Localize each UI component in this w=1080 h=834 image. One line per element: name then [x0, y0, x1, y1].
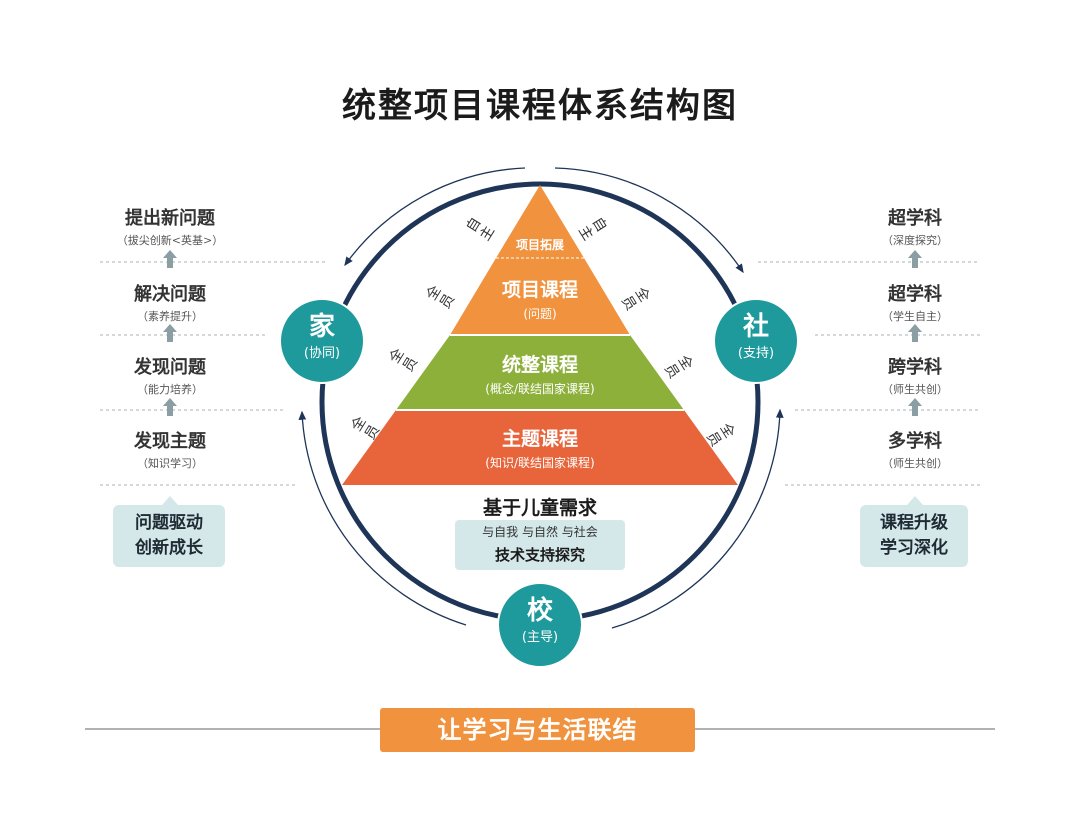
right-step-1: 超学科 （深度探究） [815, 204, 1015, 248]
step-sub: （深度探究） [882, 234, 948, 247]
level-sub: (问题) [523, 307, 557, 321]
node-title: 社 [742, 312, 769, 342]
level-title: 统整课程 [501, 354, 578, 376]
step-sub: （师生共创） [882, 457, 948, 470]
right-step-3: 跨学科 （师生共创） [815, 353, 1015, 397]
step-sub: （能力培养） [137, 383, 203, 396]
box-line: 创新成长 [135, 538, 203, 558]
bottom-banner: 让学习与生活联结 [380, 708, 695, 752]
level-title: 项目拓展 [515, 238, 564, 252]
pyramid-top-label: 项目拓展 [340, 236, 740, 253]
level-sub: (概念/联结国家课程) [485, 382, 595, 396]
step-sub: （学生自主） [882, 310, 948, 323]
left-step-3: 发现问题 （能力培养） [70, 353, 270, 397]
base-box: 与自我 与自然 与社会 技术支持探究 [455, 520, 625, 570]
step-sub: （师生共创） [882, 383, 948, 396]
right-step-4: 多学科 （师生共创） [815, 427, 1015, 471]
right-step-2: 超学科 （学生自主） [815, 280, 1015, 324]
pyramid-top [496, 185, 584, 258]
step-sub: （知识学习） [137, 457, 203, 470]
step-title: 提出新问题 [125, 208, 215, 229]
page-title: 统整项目课程体系结构图 [342, 86, 738, 126]
left-step-4: 发现主题 （知识学习） [70, 427, 270, 471]
step-title: 超学科 [888, 208, 942, 229]
node-society: 社 (支持) [713, 298, 799, 384]
step-sub: （拔尖创新<英基>） [116, 234, 224, 247]
arrow-right-bottom [611, 408, 784, 629]
step-title: 超学科 [888, 284, 942, 305]
node-school: 校 (主导) [497, 582, 583, 668]
step-title: 发现主题 [134, 431, 206, 452]
pyramid-level-1 [450, 258, 630, 335]
step-sub: （素养提升） [137, 310, 203, 323]
arrow-top-right [554, 167, 744, 274]
arrow-left-bottom [298, 410, 467, 626]
left-step-2: 解决问题 （素养提升） [70, 280, 270, 324]
pyramid-level-3 [342, 410, 738, 485]
pyramid-level-2-label: 统整课程 (概念/联结国家课程) [340, 350, 740, 397]
arrow-top-left [344, 167, 526, 267]
left-step-1: 提出新问题 （拔尖创新<英基>） [70, 204, 270, 248]
level-title: 项目课程 [501, 279, 578, 301]
node-title: 校 [526, 596, 553, 626]
step-title: 解决问题 [134, 284, 206, 305]
pyramid-level-2 [396, 335, 684, 410]
right-summary-box: 课程升级 学习深化 [860, 505, 968, 567]
base-support: 技术支持探究 [494, 546, 585, 564]
base-title: 基于儿童需求 [482, 497, 597, 519]
level-sub: (知识/联结国家课程) [485, 456, 595, 470]
box-line: 课程升级 [880, 513, 948, 533]
step-title: 发现问题 [134, 357, 206, 378]
node-title: 家 [308, 312, 335, 342]
pyramid-level-3-label: 主题课程 (知识/联结国家课程) [340, 424, 740, 471]
level-title: 主题课程 [501, 428, 578, 450]
box-line: 学习深化 [880, 538, 948, 558]
node-sub: (支持) [737, 346, 775, 361]
left-summary-box: 问题驱动 创新成长 [113, 505, 225, 567]
box-line: 问题驱动 [135, 513, 203, 533]
pyramid-level-1-label: 项目课程 (问题) [340, 275, 740, 322]
step-title: 多学科 [888, 431, 942, 452]
node-sub: (协同) [303, 346, 341, 361]
base-relations: 与自我 与自然 与社会 [482, 525, 598, 539]
step-title: 跨学科 [888, 357, 942, 378]
node-home: 家 (协同) [279, 298, 365, 384]
node-sub: (主导) [521, 630, 559, 645]
